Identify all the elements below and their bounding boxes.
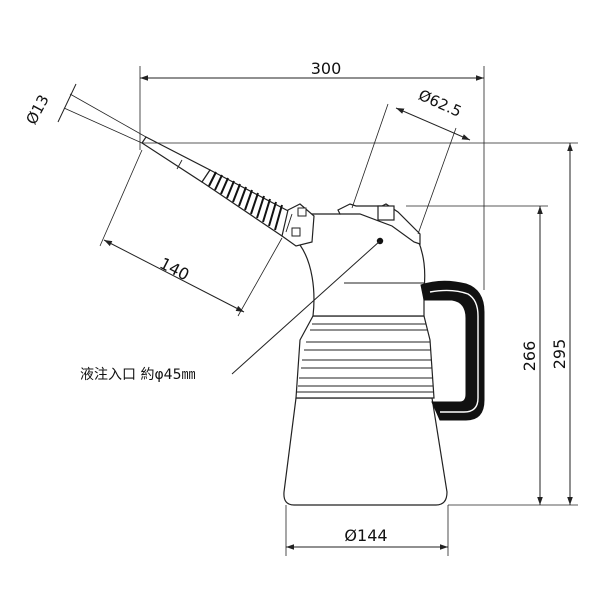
height-295-label: 295: [550, 339, 569, 370]
spout-length-label: 140: [157, 254, 193, 285]
spout: [141, 136, 315, 247]
dim-base-144: Ø144: [285, 505, 449, 556]
inlet-leader: 液注入口 約φ45㎜: [80, 240, 381, 383]
cap-knob: [377, 205, 395, 221]
dim-nozzle-13: Ø13: [22, 83, 147, 144]
spout-nozzle: [141, 136, 211, 183]
inlet-label: 液注入口 約φ45㎜: [80, 367, 196, 383]
jug-ribs: [297, 323, 434, 393]
height-266-label: 266: [520, 341, 539, 372]
spout-corrugation: [208, 171, 283, 231]
nozzle-diameter-label: Ø13: [22, 92, 52, 128]
filler-cap: [337, 203, 421, 245]
dim-height-295: 295: [142, 142, 578, 506]
jug-base: [283, 397, 448, 506]
dim-height-266: 266: [406, 205, 548, 505]
jug-body: [283, 203, 448, 506]
dim-width-300: 300: [139, 59, 485, 290]
width-300-label: 300: [311, 59, 342, 78]
jug-handle: [420, 280, 485, 421]
base-diameter-label: Ø144: [344, 526, 387, 545]
cap-diameter-label: Ø62.5: [416, 86, 465, 121]
